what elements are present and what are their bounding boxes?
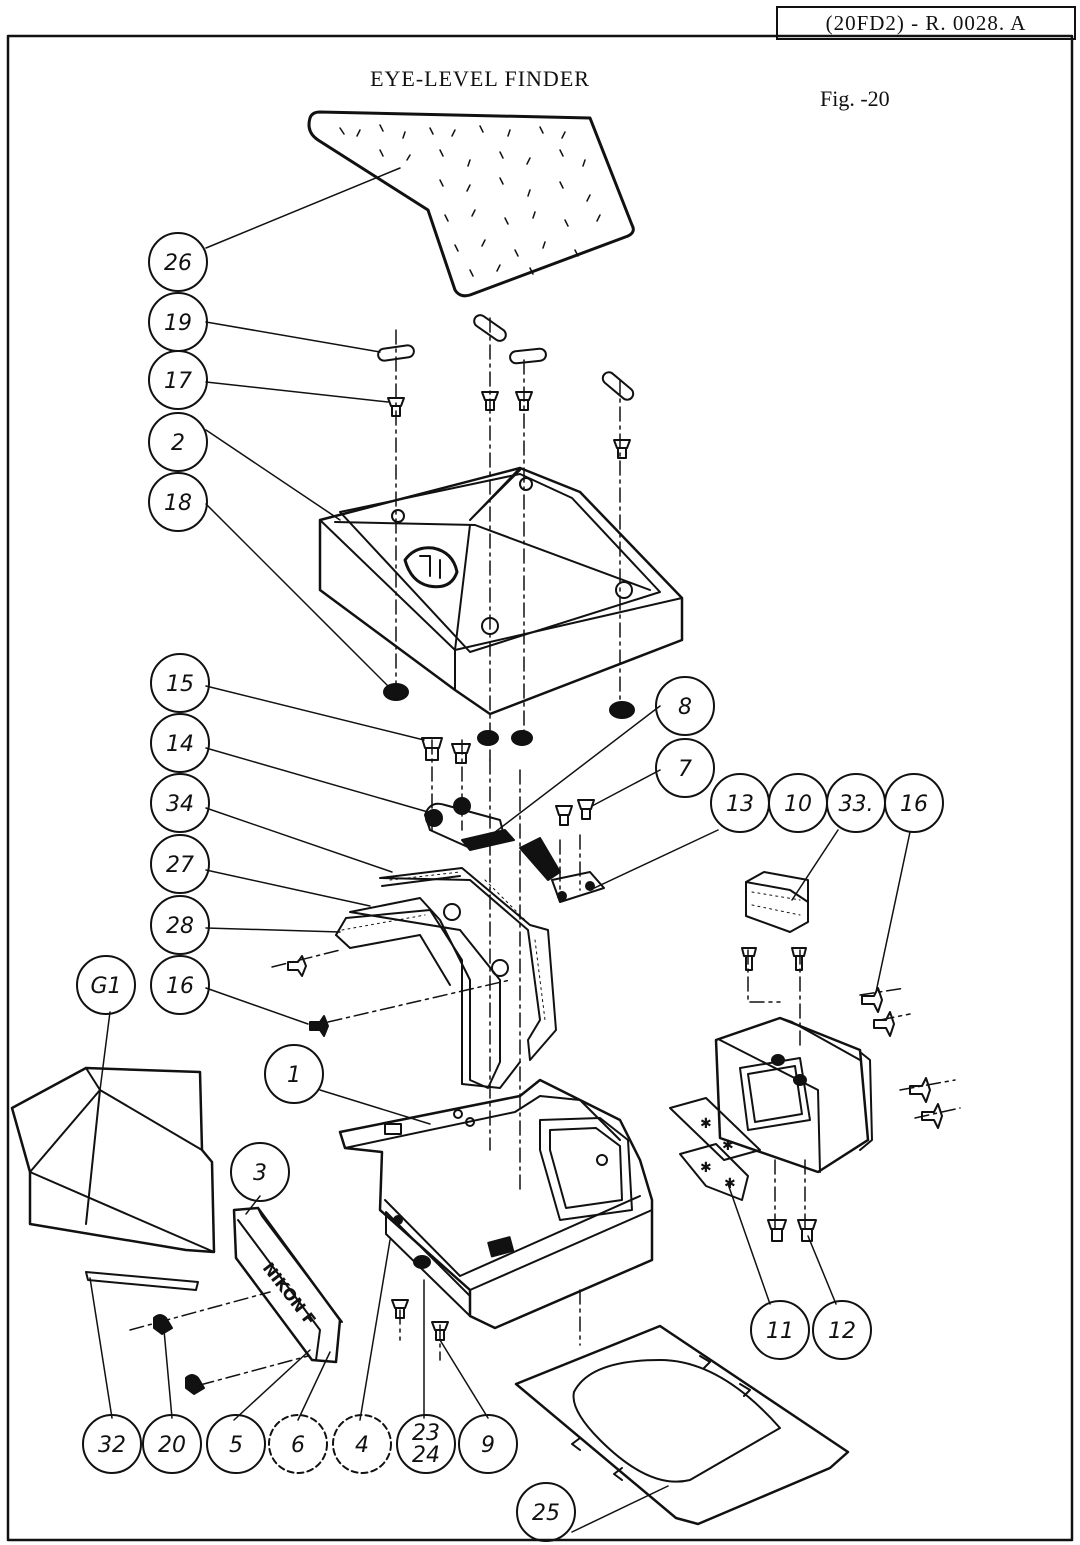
part-13-spring-bracket	[519, 837, 605, 903]
callout-34-label: 34	[166, 792, 194, 817]
callout-33-label: 33.	[839, 792, 874, 817]
callout-32-label: 32	[98, 1433, 126, 1458]
callout-11	[750, 1300, 810, 1360]
callout-3	[230, 1142, 290, 1202]
part-18-eyelets	[383, 683, 635, 746]
leader-lines	[89, 167, 911, 1533]
callout-28	[150, 895, 210, 955]
part-15-14-screws-and-bracket	[421, 737, 506, 849]
part-12-screws	[767, 1219, 817, 1242]
callout-16-right	[884, 773, 944, 833]
callout-4	[332, 1414, 392, 1474]
callout-16-right-label: 16	[900, 792, 928, 817]
callout-27-label: 27	[166, 853, 194, 878]
part-16-side-screws	[287, 955, 329, 1037]
part-2-finder-cover	[318, 466, 684, 716]
callout-11-label: 11	[766, 1319, 794, 1344]
callout-7-label: 7	[678, 757, 692, 782]
svg-text:✱: ✱	[700, 1161, 712, 1176]
part-8-pad	[461, 829, 515, 851]
svg-text:✱: ✱	[724, 1177, 736, 1192]
callout-17-label: 17	[164, 369, 192, 394]
callout-13-label: 13	[726, 792, 754, 817]
document-id: (20FD2) - R. 0028. A	[776, 6, 1076, 40]
callout-16-left-label: 16	[166, 974, 194, 999]
part-20-screws	[153, 1314, 205, 1395]
svg-text:✱: ✱	[700, 1117, 712, 1132]
callout-G1-label: G1	[90, 974, 121, 999]
part-19-plugs-and-17-screws	[377, 314, 635, 459]
callout-8	[655, 676, 715, 736]
part-1-finder-base	[338, 1078, 654, 1330]
svg-text:✱: ✱	[722, 1139, 734, 1154]
part-26-leatherette-top	[307, 110, 635, 298]
part-3-nameplate: NIKON F	[232, 1206, 343, 1364]
callout-12-label: 12	[828, 1319, 856, 1344]
callout-20-label: 20	[158, 1433, 186, 1458]
callout-4-label: 4	[355, 1433, 369, 1458]
callout-6-label: 6	[291, 1433, 305, 1458]
callout-8-label: 8	[678, 695, 692, 720]
part-10-33-block	[741, 871, 809, 971]
callout-circles	[76, 232, 944, 1542]
callout-26-label: 26	[164, 251, 192, 276]
part-7-screws	[555, 799, 595, 826]
sheet-border	[6, 34, 1074, 1542]
callout-9	[458, 1414, 518, 1474]
callout-26	[148, 232, 208, 292]
part-11-leaf-springs: ✱ ✱ ✱ ✱	[669, 1097, 761, 1201]
callout-17	[148, 350, 208, 410]
callout-15	[150, 653, 210, 713]
callout-2	[148, 412, 208, 472]
callout-25	[516, 1482, 576, 1542]
callout-16-left	[150, 955, 210, 1015]
part-25-gasket	[514, 1324, 850, 1526]
diagram-title: EYE-LEVEL FINDER	[370, 66, 590, 91]
callout-27	[150, 834, 210, 894]
callout-12	[812, 1300, 872, 1360]
callout-23-label: 23	[412, 1421, 440, 1446]
part-16-right-screws	[861, 987, 943, 1129]
callout-14-label: 14	[166, 732, 194, 757]
part-34-27-28-prism-holder	[335, 867, 557, 1089]
callout-19-label: 19	[164, 311, 192, 336]
callout-14	[150, 713, 210, 773]
callout-3-label: 3	[253, 1161, 267, 1186]
callout-1	[264, 1044, 324, 1104]
callout-1-label: 1	[287, 1063, 301, 1088]
callout-32	[82, 1414, 142, 1474]
callout-24-label: 24	[412, 1443, 440, 1468]
callout-18-label: 18	[164, 491, 192, 516]
callout-2-label: 2	[171, 431, 185, 456]
nameplate-text: NIKON F	[259, 1259, 320, 1329]
callout-10-label: 10	[784, 792, 812, 817]
callout-15-label: 15	[166, 672, 194, 697]
callout-28-label: 28	[166, 914, 194, 939]
eyepiece-frame-assembly	[714, 1016, 873, 1174]
callout-34	[150, 773, 210, 833]
figure-label: Fig. -20	[820, 86, 890, 111]
callout-5	[206, 1414, 266, 1474]
part-32-strip	[85, 1271, 199, 1291]
callout-23-24	[396, 1414, 456, 1474]
part-G1-shroud	[10, 1066, 216, 1254]
callout-25-label: 25	[532, 1501, 560, 1526]
callout-9-label: 9	[481, 1433, 495, 1458]
callout-5-label: 5	[229, 1433, 243, 1458]
callout-7	[655, 738, 715, 798]
callout-20	[142, 1414, 202, 1474]
part-4-9-23-24-screws	[391, 1255, 449, 1341]
callout-G1	[76, 955, 136, 1015]
callout-6	[268, 1414, 328, 1474]
callout-18	[148, 472, 208, 532]
